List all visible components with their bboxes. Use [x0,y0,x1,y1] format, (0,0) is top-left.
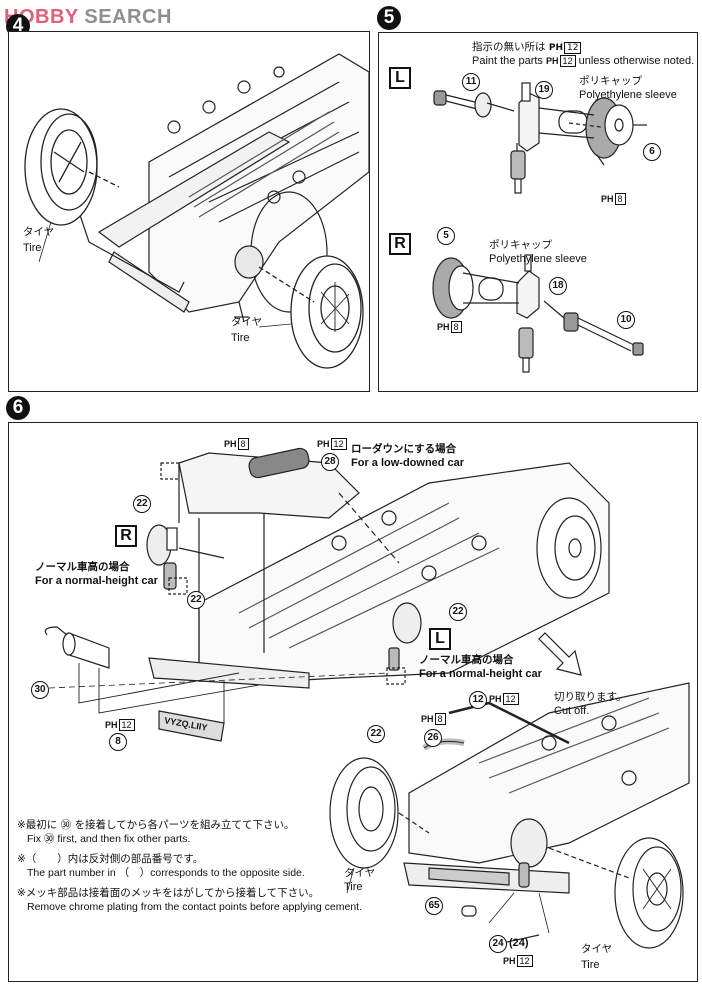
step-6-tire-left-jp: タイヤ [344,867,376,879]
step-5-hub-illustrations [432,82,647,373]
part-5: 5 [437,227,455,245]
part-24: 24 [489,935,507,953]
step-6-tire-right-en: Tire [581,959,600,971]
step-4-chassis-illustration [24,53,370,369]
part-30: 30 [31,681,49,699]
low-down-en: For a low-downed car [351,457,465,469]
part-8: 8 [109,733,127,751]
part-65: 65 [425,897,443,915]
left-sleeve-jp: ポリキャップ [579,75,642,87]
normal-height-right-jp: ノーマル車高の場合 [419,654,514,666]
part-24-opposite: (24) [509,937,529,949]
note-1-en: Fix ㉚ first, and then fix other parts. [27,833,191,845]
side-label-L: L [429,628,451,650]
side-label-left: L [389,67,411,89]
normal-height-right-en: For a normal-height car [419,668,542,680]
part-22-a: 22 [133,495,151,513]
normal-height-left-jp: ノーマル車高の場合 [35,561,130,573]
side-label-R: R [115,525,137,547]
part-28: 28 [321,453,339,471]
part-10: 10 [617,311,635,329]
normal-height-left-en: For a normal-height car [35,575,158,587]
side-label-right: R [389,233,411,255]
part-22-c: 22 [449,603,467,621]
note-3-jp: ※メッキ部品は接着面のメッキをはがしてから接着して下さい。 [17,887,320,899]
part-11: 11 [462,73,480,91]
right-sleeve-jp: ポリキャップ [489,239,552,251]
step-4-panel: タイヤ Tire タイヤ Tire [8,31,370,392]
step-6-badge: 6 [6,396,30,420]
step-4-tire-left-en: Tire [23,242,42,254]
right-sleeve-en: Polyethylene sleeve [489,253,587,265]
note-2-jp: ※（ ）内は反対側の部品番号です。 [17,853,204,865]
note-1-jp: ※最初に ㉚ を接着してから各パーツを組み立てて下さい。 [17,819,295,831]
cut-off-en: Cut off. [554,705,590,717]
step-4-tire-right-jp: タイヤ [231,316,263,328]
part-6: 6 [643,143,661,161]
left-sleeve-en: Polyethylene sleeve [579,89,677,101]
low-down-jp: ローダウンにする場合 [351,443,457,455]
note-2-en: The part number in （ ）corresponds to the… [27,867,305,879]
part-18: 18 [549,277,567,295]
step-6-tire-right-jp: タイヤ [581,943,613,955]
note-3-en: Remove chrome plating from the contact p… [27,901,363,913]
part-26: 26 [424,729,442,747]
step-5-badge: 5 [377,6,401,30]
part-22-b: 22 [187,591,205,609]
step-6-chassis-illustration [44,447,690,949]
cut-off-jp: 切り取ります。 [554,691,627,703]
step-4-tire-right-en: Tire [231,332,250,344]
step-4-tire-left-jp: タイヤ [23,226,55,238]
step-6-tire-left-en: Tire [344,881,363,893]
part-22-d: 22 [367,725,385,743]
part-12: 12 [469,691,487,709]
part-19: 19 [535,81,553,99]
